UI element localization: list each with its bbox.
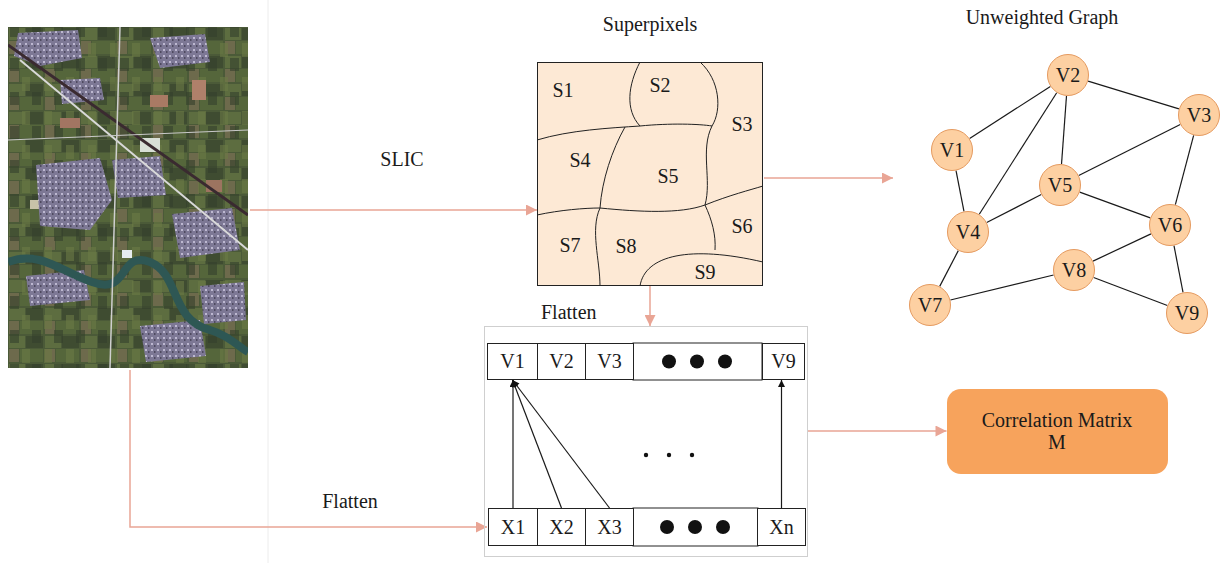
- node-text: V8: [1062, 259, 1086, 281]
- vector-cell: Xn: [757, 508, 806, 546]
- mapping-arrow: [513, 380, 610, 508]
- vector-cell: V3: [585, 343, 634, 380]
- node-text: S7: [559, 234, 580, 256]
- graph-edge: [950, 275, 1053, 300]
- superpixel-label: S2: [646, 73, 674, 98]
- graph-title: Unweighted Graph: [966, 6, 1119, 28]
- flow-arrow: [130, 370, 487, 527]
- node-text: V7: [918, 294, 942, 316]
- superpixel-label: S7: [556, 233, 584, 258]
- ellipsis-dots: [644, 453, 694, 457]
- node-text: S9: [694, 261, 715, 283]
- graph-edge: [1094, 277, 1168, 305]
- superpixel-label: S3: [728, 112, 756, 137]
- mapping-arrow: [781, 380, 782, 508]
- flatten-box: FlattenV1V2V3V9X1X2X3Xn: [484, 326, 808, 557]
- flow-arrow: [250, 209, 537, 211]
- graph-edge: [1080, 192, 1151, 218]
- node-text: S8: [615, 235, 636, 257]
- graph-edge: [956, 171, 964, 212]
- flow-arrow: [808, 430, 947, 432]
- node-text: V1: [500, 350, 524, 372]
- superpixel-label: S9: [691, 260, 719, 285]
- vector-cell: X2: [537, 508, 586, 546]
- graph-edge: [1175, 135, 1193, 204]
- graph-edge: [1079, 124, 1180, 175]
- step-label: SLIC: [380, 148, 423, 170]
- mapping-arrow: [512, 380, 513, 508]
- superpixel-label: S1: [549, 78, 577, 103]
- node-text: V2: [549, 350, 573, 372]
- satellite-image: [8, 27, 248, 368]
- graph-vertex: V6: [1149, 204, 1191, 246]
- graph-edge: [1088, 81, 1179, 109]
- matrix-box: Correlation Matrix M: [947, 389, 1168, 474]
- graph-vertex: V2: [1047, 54, 1089, 96]
- node-text: V9: [1175, 302, 1199, 324]
- step-label: Flatten: [322, 490, 378, 512]
- superpixel-label: S5: [654, 164, 682, 189]
- graph-edge: [1174, 246, 1183, 293]
- node-heading: Superpixels: [603, 13, 697, 35]
- node-text: V9: [771, 350, 795, 372]
- flow-arrow: [649, 286, 651, 326]
- node-text: S2: [649, 74, 670, 96]
- graph-vertex: V8: [1053, 249, 1095, 291]
- vector-cell: X1: [488, 508, 538, 546]
- vector-cell: V1: [487, 343, 538, 380]
- node-text: V3: [597, 350, 621, 372]
- vector-cell: V2: [537, 343, 586, 380]
- node-text: V1: [940, 139, 964, 161]
- graph-edge: [940, 251, 959, 287]
- superpixel-label: S6: [728, 214, 756, 239]
- vector-cell: V9: [762, 343, 805, 380]
- graph-edge: [1062, 96, 1067, 164]
- ellipsis-cell: [633, 508, 758, 546]
- graph-vertex: V9: [1166, 292, 1208, 334]
- vector-cell: X3: [585, 508, 634, 546]
- graph-vertex: V5: [1039, 164, 1081, 206]
- node-text: X1: [501, 516, 525, 538]
- mapping-arrow: [513, 380, 562, 508]
- graph-edge: [987, 195, 1042, 223]
- node-text: Xn: [769, 516, 793, 538]
- graph-vertex: V3: [1178, 94, 1220, 136]
- superpixel-box: SuperpixelsS1S2S3S4S5S6S7S8S9: [537, 62, 763, 286]
- ellipsis-cell: [633, 343, 762, 380]
- superpixel-label: S8: [612, 234, 640, 259]
- node-heading: Flatten: [541, 301, 597, 323]
- graph-vertex: V1: [931, 129, 973, 171]
- node-text: Correlation Matrix M: [971, 409, 1143, 454]
- node-text: X3: [597, 516, 621, 538]
- flow-arrow: [764, 177, 893, 179]
- superpixel-label: S4: [566, 148, 594, 173]
- node-text: V4: [956, 221, 980, 243]
- graph-edge: [970, 86, 1051, 138]
- graph-vertex: V4: [947, 211, 989, 253]
- node-text: S5: [657, 165, 678, 187]
- graph-vertex: V7: [909, 284, 951, 326]
- graph-edge: [1093, 234, 1151, 261]
- node-text: V6: [1158, 214, 1182, 236]
- node-text: V2: [1056, 64, 1080, 86]
- node-text: S1: [552, 79, 573, 101]
- node-text: S3: [731, 113, 752, 135]
- node-text: S4: [569, 149, 590, 171]
- separator-line: [268, 0, 269, 563]
- node-text: V3: [1187, 104, 1211, 126]
- node-text: V5: [1048, 174, 1072, 196]
- node-text: S6: [731, 215, 752, 237]
- node-text: X2: [549, 516, 573, 538]
